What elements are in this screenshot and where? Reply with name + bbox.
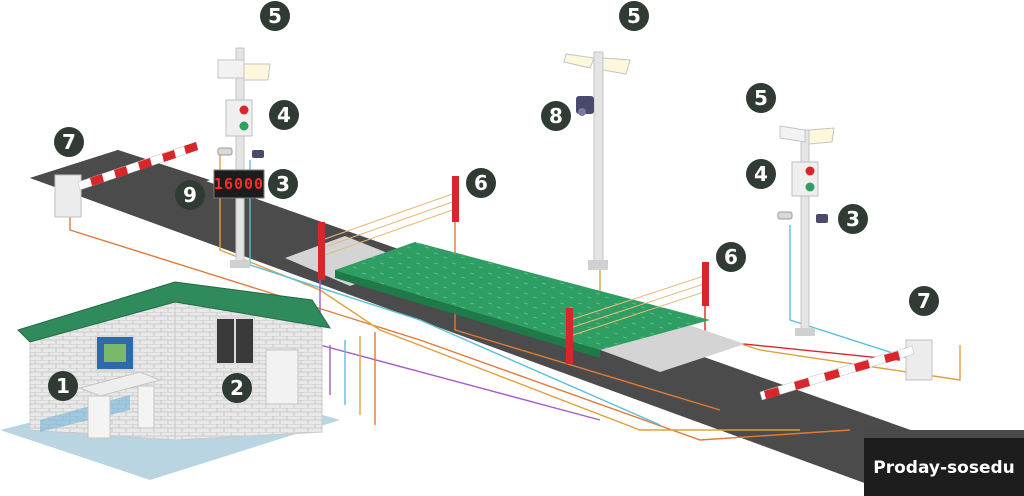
callout-circle: [716, 242, 746, 272]
callout-circle: [746, 159, 776, 189]
callout-marker: 3: [268, 169, 298, 199]
callout-circle: [746, 83, 776, 113]
callout-markers: 1 2 3 3 4 4 5 5 5 6 6 7 7 8 9: [48, 1, 939, 403]
infrared-sensor: [318, 176, 709, 364]
callout-circle: [466, 168, 496, 198]
callout-marker: 9: [175, 180, 205, 210]
callout-marker: 4: [746, 159, 776, 189]
sensor-post-right-front: [566, 308, 573, 364]
callout-marker: 6: [466, 168, 496, 198]
scale-display: 16000: [213, 169, 265, 199]
callout-number: 6: [474, 171, 488, 195]
callout-number: 5: [754, 86, 768, 110]
callout-circle: [260, 1, 290, 31]
callout-marker: 6: [716, 242, 746, 272]
callout-marker: 5: [746, 83, 776, 113]
callout-number: 3: [846, 207, 860, 231]
callout-number: 7: [62, 130, 76, 154]
callout-number: 4: [277, 103, 291, 127]
callout-circle: [222, 373, 252, 403]
callout-marker: 5: [260, 1, 290, 31]
camera: [217, 147, 264, 158]
callout-circle: [838, 204, 868, 234]
callout-marker: 5: [619, 1, 649, 31]
callout-circle: [269, 100, 299, 130]
boom-barrier: [54, 141, 199, 218]
floodlight-pole: [217, 47, 271, 268]
callout-number: 6: [724, 245, 738, 269]
booth-building: [0, 281, 340, 480]
camera: [777, 211, 828, 223]
sensor-beams: [321, 191, 708, 337]
callout-circle: [175, 180, 205, 210]
callout-number: 5: [627, 4, 641, 28]
callout-circle: [619, 1, 649, 31]
callout-marker: 7: [54, 127, 84, 157]
computer-terminal: [78, 335, 162, 439]
sensor-post-right-back: [702, 262, 709, 306]
sensor-post-left-front: [318, 222, 325, 280]
callout-number: 2: [230, 376, 244, 400]
callout-circle: [909, 286, 939, 316]
scale-display-value: 16000: [214, 175, 264, 193]
callout-circle: [268, 169, 298, 199]
watermark-text: Proday-sosedu: [873, 458, 1015, 478]
traffic-light: [225, 99, 253, 137]
callout-number: 5: [268, 4, 282, 28]
callout-number: 9: [183, 183, 197, 207]
callout-marker: 8: [541, 101, 571, 131]
callout-marker: 4: [269, 100, 299, 130]
callout-number: 3: [276, 172, 290, 196]
control-cabinet: [265, 349, 299, 405]
camera: [576, 96, 594, 116]
callout-circle: [54, 127, 84, 157]
watermark-bar: [864, 430, 1024, 438]
callout-number: 8: [549, 104, 563, 128]
scale-platform-edge: [335, 270, 600, 358]
traffic-light: [791, 161, 819, 197]
callout-circle: [541, 101, 571, 131]
callout-number: 1: [56, 374, 70, 398]
callout-marker: 7: [909, 286, 939, 316]
floodlight-pole: [779, 125, 835, 336]
scale-platform-tread: [335, 242, 710, 350]
watermark: Proday-sosedu: [864, 430, 1024, 496]
callout-number: 4: [754, 162, 768, 186]
callout-number: 7: [917, 289, 931, 313]
callout-circle: [48, 371, 78, 401]
callout-marker: 3: [838, 204, 868, 234]
ramp-right: [595, 322, 745, 372]
sensor-post-left-back: [452, 176, 459, 222]
road-entry-strip: [30, 150, 210, 210]
boom-barrier: [759, 339, 933, 401]
callout-marker: 1: [48, 371, 78, 401]
callout-marker: 2: [222, 373, 252, 403]
floodlight-pole: [563, 51, 631, 270]
